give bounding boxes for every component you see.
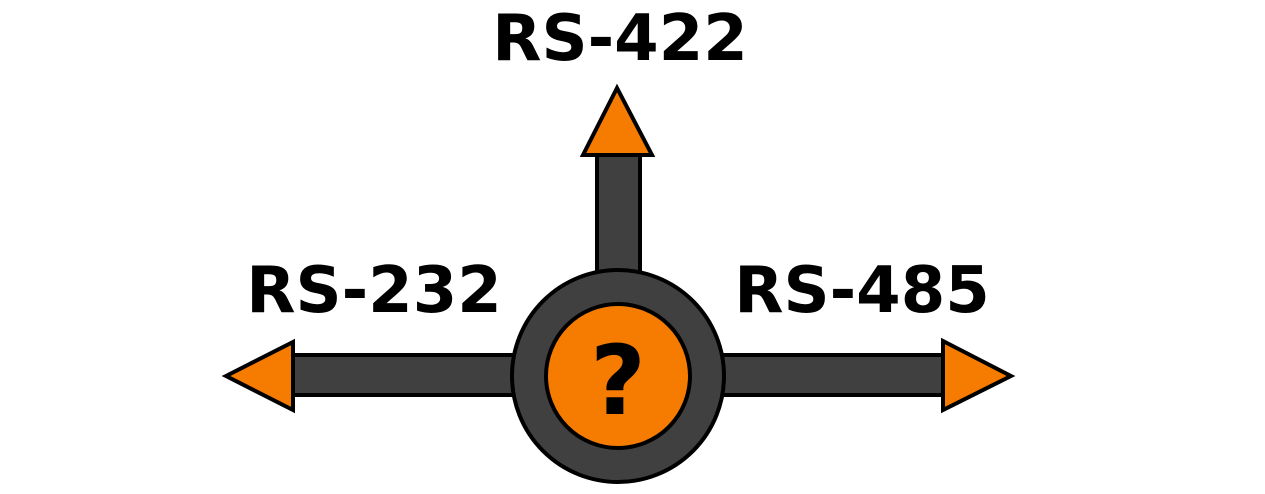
right-arrow-head [941, 337, 1016, 414]
right-arrow-shaft [716, 353, 948, 397]
left-arrow-head [221, 338, 295, 414]
up-arrow-head [579, 83, 656, 157]
label-rs422: RS-422 [492, 2, 748, 76]
label-rs485: RS-485 [734, 254, 990, 328]
left-arrow-shaft [286, 353, 520, 397]
question-mark-icon: ? [590, 325, 646, 437]
up-arrow-shaft [595, 148, 642, 282]
inner-circle [544, 302, 692, 450]
label-rs232: RS-232 [246, 254, 502, 328]
